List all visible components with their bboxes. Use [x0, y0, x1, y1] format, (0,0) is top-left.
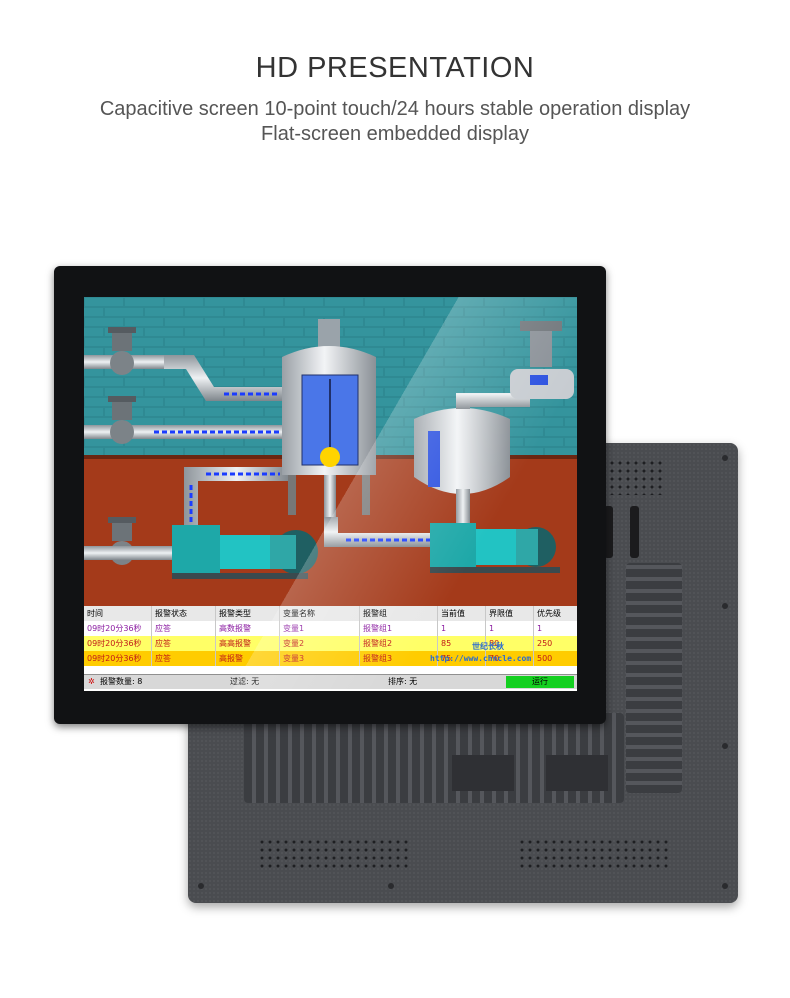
- valve-icon-2: [108, 396, 136, 444]
- col-limit[interactable]: 界限值: [486, 606, 534, 621]
- cell-current: 1: [438, 621, 486, 636]
- screw: [388, 883, 394, 889]
- cell-group: 报警组3: [360, 651, 438, 666]
- cell-time: 09时20分36秒: [84, 636, 152, 651]
- alarm-icon: ✲: [88, 677, 95, 686]
- col-current[interactable]: 当前值: [438, 606, 486, 621]
- screw: [198, 883, 204, 889]
- filter-status[interactable]: 过滤: 无: [230, 677, 260, 686]
- screw: [722, 743, 728, 749]
- vent-grid-right: [518, 838, 668, 868]
- scada-scene: [84, 297, 577, 606]
- monitor-front: 时间 报警状态 报警类型 变量名称 报警组 当前值 界限值 优先级 09时20分…: [54, 266, 606, 724]
- vent-grid-left: [258, 838, 408, 868]
- table-row[interactable]: 09时20分36秒 应答 高高报警 变量2 报警组2 85 80 250: [84, 636, 577, 651]
- table-row[interactable]: 09时20分36秒 应答 高报警 变量3 报警组3 75 70 500: [84, 651, 577, 666]
- cell-limit: 1: [486, 621, 534, 636]
- cell-variable: 变量3: [280, 651, 360, 666]
- heatsink-side: [626, 563, 682, 793]
- reactor-tank: [414, 408, 510, 525]
- col-priority[interactable]: 优先级: [537, 609, 561, 618]
- cell-type: 高报警: [216, 651, 280, 666]
- screw: [722, 883, 728, 889]
- label-plate-1: [452, 755, 514, 791]
- cell-limit: 80: [486, 636, 534, 651]
- vent-grid-top: [608, 459, 664, 495]
- table-header: 时间 报警状态 报警类型 变量名称 报警组 当前值 界限值 优先级: [84, 606, 577, 622]
- status-bar: ✲ 报警数量: 8 过滤: 无 排序: 无 运行: [84, 674, 577, 689]
- alarm-count: 报警数量: 8: [100, 677, 143, 686]
- label-plate-2: [546, 755, 608, 791]
- cell-current: 85: [438, 636, 486, 651]
- cell-status: 应答: [152, 621, 216, 636]
- pump-icon-right: [430, 523, 560, 573]
- cell-limit: 70: [486, 651, 534, 666]
- subtitle-line-2: Flat-screen embedded display: [261, 123, 529, 145]
- cell-priority: 1: [537, 624, 543, 633]
- run-button[interactable]: 运行: [506, 676, 574, 688]
- subtitle-line-1: Capacitive screen 10-point touch/24 hour…: [99, 98, 691, 120]
- sort-status[interactable]: 排序: 无: [388, 677, 418, 686]
- cell-priority: 500: [537, 654, 553, 663]
- col-variable[interactable]: 变量名称: [280, 606, 360, 621]
- cell-type: 高高报警: [216, 636, 280, 651]
- watermark-name: 世纪长秋: [472, 642, 504, 651]
- screw: [722, 603, 728, 609]
- cell-group: 报警组1: [360, 621, 438, 636]
- valve-icon-1: [108, 327, 136, 375]
- touch-screen[interactable]: 时间 报警状态 报警类型 变量名称 报警组 当前值 界限值 优先级 09时20分…: [84, 297, 577, 691]
- table-row[interactable]: 09时20分36秒 应答 高数报警 变量1 报警组1 1 1 1: [84, 621, 577, 636]
- actuator-valve-icon: [510, 321, 574, 399]
- page-title: HD PRESENTATION: [255, 52, 535, 84]
- col-group[interactable]: 报警组: [360, 606, 438, 621]
- cell-status: 应答: [152, 651, 216, 666]
- watermark-url: http://www.chncle.com: [430, 654, 532, 663]
- col-status[interactable]: 报警状态: [152, 606, 216, 621]
- cell-group: 报警组2: [360, 636, 438, 651]
- cell-priority: 250: [537, 639, 553, 648]
- antenna-left: [604, 506, 613, 558]
- antenna-right: [630, 506, 639, 558]
- cell-status: 应答: [152, 636, 216, 651]
- cell-current: 75: [438, 651, 486, 666]
- cell-variable: 变量1: [280, 621, 360, 636]
- col-time[interactable]: 时间: [84, 606, 152, 621]
- mixing-tank: [282, 319, 376, 529]
- col-type[interactable]: 报警类型: [216, 606, 280, 621]
- cell-time: 09时20分36秒: [84, 621, 152, 636]
- pump-icon-left: [172, 525, 318, 579]
- cell-time: 09时20分36秒: [84, 651, 152, 666]
- alarm-table: 时间 报警状态 报警类型 变量名称 报警组 当前值 界限值 优先级 09时20分…: [84, 606, 577, 691]
- cell-variable: 变量2: [280, 636, 360, 651]
- screw: [722, 455, 728, 461]
- cell-type: 高数报警: [216, 621, 280, 636]
